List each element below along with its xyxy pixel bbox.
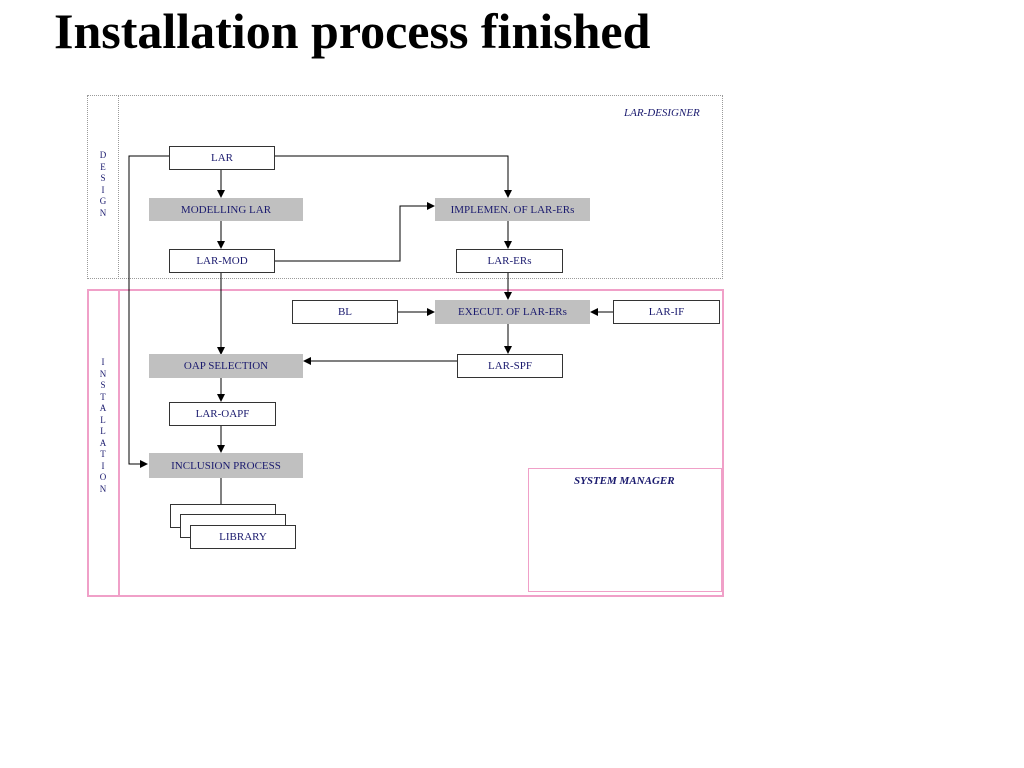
installation-sidebar <box>87 289 120 597</box>
node-library: LIBRARY <box>190 525 296 549</box>
installation-letter: A <box>99 437 107 448</box>
installation-letter: N <box>99 483 107 494</box>
lar-designer-label: LAR-DESIGNER <box>624 107 700 119</box>
system-manager-label: SYSTEM MANAGER <box>574 475 675 487</box>
installation-letter: N <box>99 368 107 379</box>
edge-lar-to-inclusion <box>128 155 169 468</box>
installation-letter: I <box>101 460 105 471</box>
installation-letter: O <box>99 472 107 482</box>
installation-letter: A <box>99 403 107 413</box>
design-region <box>87 95 723 279</box>
design-letter: D <box>99 150 107 160</box>
node-lar-spf: LAR-SPF <box>457 354 563 378</box>
system-manager-region <box>528 468 722 592</box>
design-letter: N <box>99 207 107 218</box>
node-oap-selection: OAP SELECTION <box>149 354 303 378</box>
node-modelling-lar: MODELLING LAR <box>149 198 303 221</box>
installation-region <box>87 289 724 597</box>
edge-lar-to-implemen <box>275 155 512 198</box>
design-letter: S <box>100 173 106 183</box>
installation-letter: L <box>100 414 106 425</box>
design-letter: E <box>100 161 106 172</box>
installation-letter: S <box>100 380 106 390</box>
node-implemen-lar-ers: IMPLEMEN. OF LAR-ERs <box>435 198 590 221</box>
installation-letter: I <box>101 357 105 367</box>
design-letter: I <box>101 184 105 195</box>
design-letter: G <box>99 196 107 206</box>
edge-larmod-to-implemen <box>275 202 435 262</box>
node-bl: BL <box>292 300 398 324</box>
node-lar-mod: LAR-MOD <box>169 249 275 273</box>
node-lar: LAR <box>169 146 275 170</box>
node-execut-lar-ers: EXECUT. OF LAR-ERs <box>435 300 590 324</box>
installation-letter: L <box>100 426 106 436</box>
node-lar-oapf: LAR-OAPF <box>169 402 276 426</box>
page-title: Installation process finished <box>54 3 651 59</box>
node-inclusion-process: INCLUSION PROCESS <box>149 453 303 478</box>
installation-letter: T <box>100 449 106 459</box>
node-lar-ers: LAR-ERs <box>456 249 563 273</box>
installation-letter: T <box>100 391 106 402</box>
node-lar-if: LAR-IF <box>613 300 720 324</box>
design-sidebar <box>87 95 119 279</box>
